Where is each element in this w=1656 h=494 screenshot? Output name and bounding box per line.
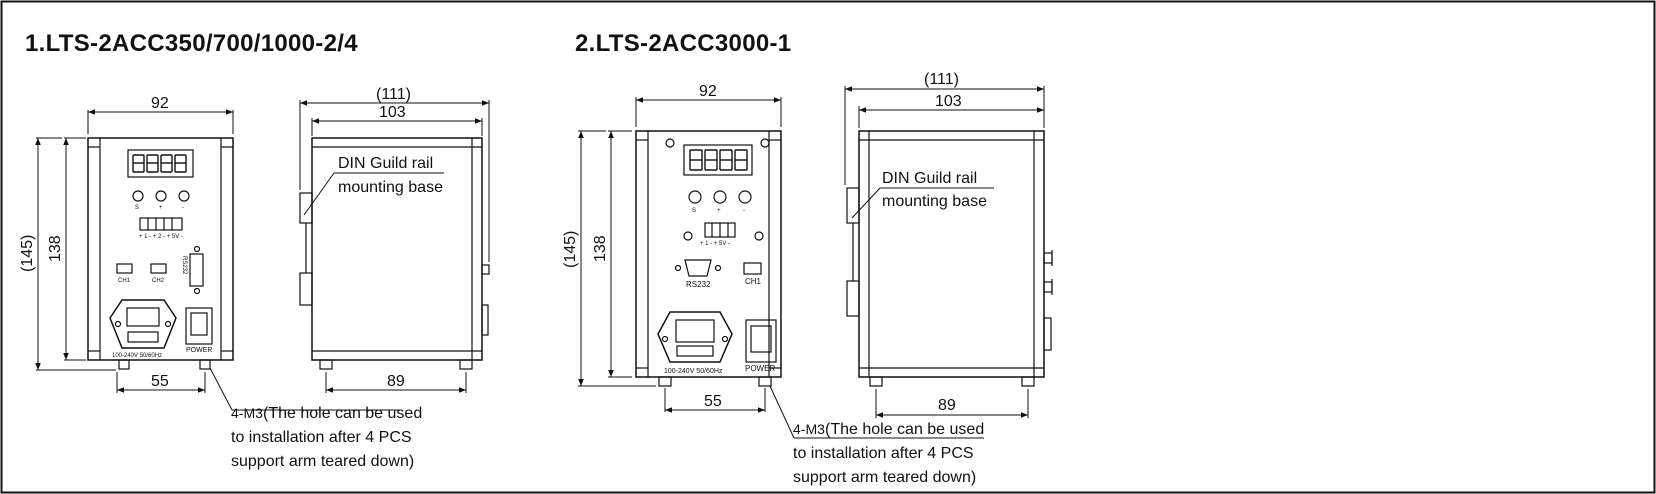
left-ch1-label: CH1 — [118, 278, 131, 284]
left-terminal-label: + 1 - + 2 - + 5V - — [139, 234, 183, 240]
right-dim-width-side: 103 — [935, 93, 962, 110]
right-btn-s-label: S — [692, 208, 696, 214]
right-model-title: 2.LTS-2ACC3000-1 — [575, 30, 792, 57]
right-holes-line2: to installation after 4 PCS — [793, 445, 974, 462]
right-side-dimension-lines — [844, 86, 1045, 418]
left-front-view — [87, 137, 234, 370]
left-ch2-label: CH2 — [152, 278, 165, 284]
right-front-view — [635, 130, 782, 387]
left-holes-line2: to installation after 4 PCS — [231, 429, 412, 446]
right-din-label-line2: mounting base — [882, 193, 987, 210]
left-display-digits — [132, 154, 187, 173]
left-power-label: POWER — [186, 347, 212, 354]
right-btn-plus-label: + — [717, 208, 721, 214]
right-btn-minus-label: - — [743, 208, 745, 214]
left-holes-prefix: 4-M3 — [231, 405, 263, 421]
left-dim-hole-spacing: 55 — [151, 373, 169, 390]
left-btn-s-label: S — [135, 205, 139, 211]
left-model-title: 1.LTS-2ACC350/700/1000-2/4 — [25, 30, 358, 57]
right-dim-hole-spacing: 55 — [704, 393, 722, 410]
left-dim-height: 138 — [47, 235, 64, 262]
left-dim-width-side-overall: (111) — [376, 86, 411, 103]
right-din-label-line1: DIN Guild rail — [882, 170, 977, 187]
right-front-dimension-lines — [578, 97, 984, 439]
left-voltage-label: 100-240V 50/60Hz — [112, 353, 162, 359]
right-dim-height-overall: (145) — [562, 231, 579, 268]
right-ch1-label: CH1 — [745, 277, 762, 286]
left-btn-plus-label: + — [159, 205, 163, 211]
left-btn-minus-label: - — [182, 205, 184, 211]
left-din-label-line2: mounting base — [338, 179, 443, 196]
left-dim-width-side: 103 — [379, 104, 406, 121]
left-dim-foot-spacing: 89 — [387, 373, 405, 390]
left-front-dimension-lines — [35, 109, 400, 411]
right-holes-line3: support arm teared down) — [793, 469, 976, 486]
left-holes-line3: support arm teared down) — [231, 453, 414, 470]
left-side-view — [299, 137, 490, 370]
right-power-label: POWER — [745, 364, 775, 373]
right-terminal-label: + 1 - + 5V - — [700, 241, 730, 247]
left-din-label-line1: DIN Guild rail — [338, 155, 433, 172]
left-dim-height-overall: (145) — [19, 235, 36, 272]
left-dim-width-front: 92 — [151, 95, 169, 112]
right-holes-line1: (The hole can be used — [825, 421, 984, 438]
left-holes-line1: (The hole can be used — [263, 405, 422, 422]
left-rs232-label: RS232 — [181, 256, 187, 275]
right-side-view — [846, 130, 1053, 387]
right-dim-width-front: 92 — [699, 83, 717, 100]
right-dim-width-side-overall: (111) — [924, 71, 959, 88]
right-dim-foot-spacing: 89 — [938, 397, 956, 414]
left-side-dimension-lines — [299, 100, 490, 393]
right-rs232-label: RS232 — [686, 280, 711, 289]
right-dim-height: 138 — [592, 235, 609, 262]
right-voltage-label: 100-240V 50/60Hz — [664, 368, 723, 375]
right-holes-prefix: 4-M3 — [793, 421, 825, 437]
right-display-digits — [689, 149, 748, 171]
